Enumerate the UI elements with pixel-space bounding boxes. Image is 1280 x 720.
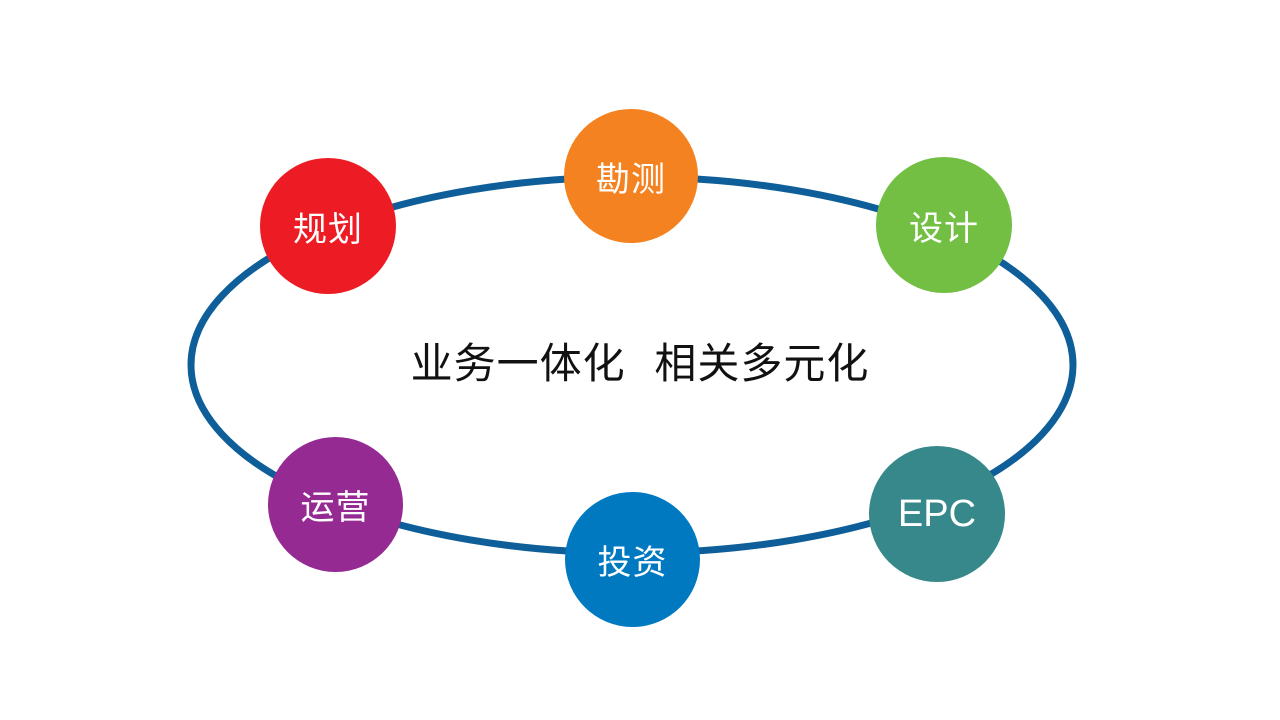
node-operation-label: 运营 bbox=[300, 488, 371, 528]
node-planning: 规划 bbox=[260, 158, 396, 294]
node-investment-label: 投资 bbox=[597, 543, 668, 583]
node-design-label: 设计 bbox=[909, 208, 979, 249]
node-epc-label: EPC bbox=[897, 492, 977, 535]
node-design: 设计 bbox=[876, 157, 1012, 293]
center-title: 业务一体化 相关多元化 bbox=[410, 339, 870, 388]
node-epc: EPC bbox=[869, 446, 1005, 582]
node-investment: 投资 bbox=[565, 492, 700, 627]
node-survey-label: 勘测 bbox=[596, 159, 666, 200]
node-operation: 运营 bbox=[268, 437, 403, 572]
node-survey: 勘测 bbox=[564, 109, 698, 243]
node-planning-label: 规划 bbox=[293, 209, 363, 250]
